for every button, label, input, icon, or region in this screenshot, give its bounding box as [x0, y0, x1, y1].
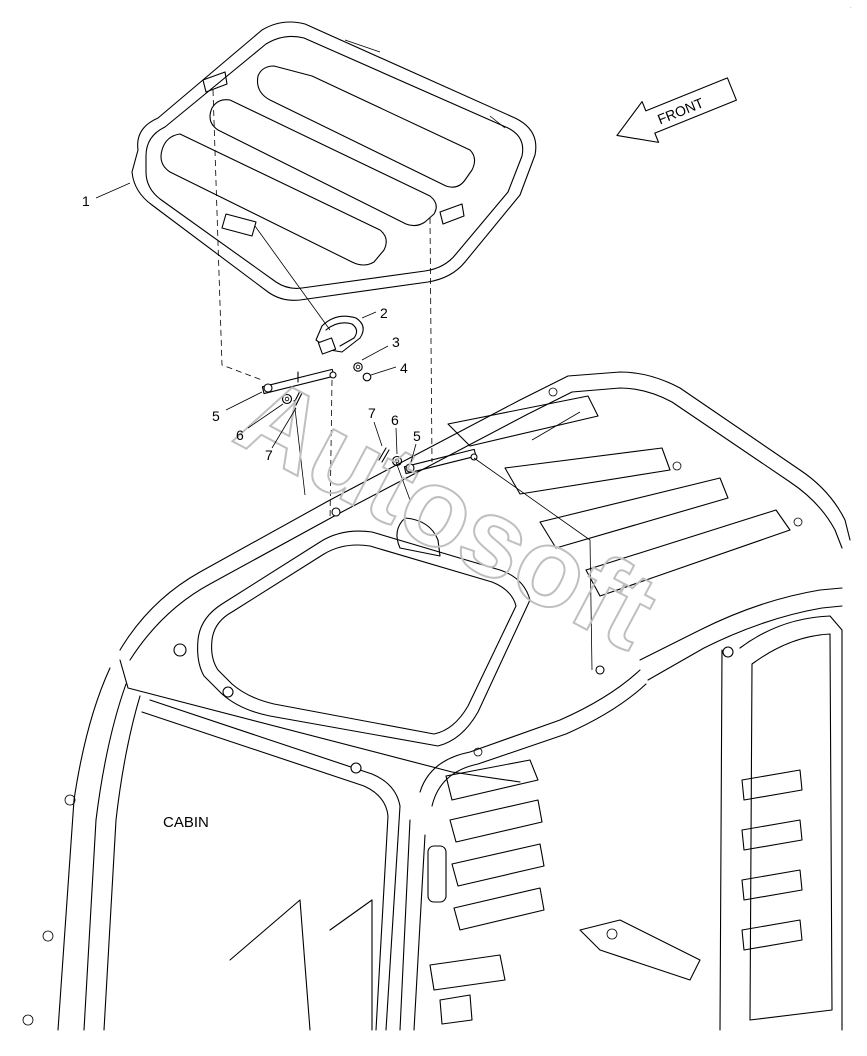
- leader-7b: [373, 421, 383, 447]
- leader-4: [370, 366, 397, 376]
- gas-strut-left: [261, 368, 337, 406]
- callout-2: 2: [380, 305, 388, 321]
- leader-3: [361, 345, 389, 361]
- leader-6b: [395, 427, 398, 455]
- cabin-label: CABIN: [163, 814, 209, 831]
- assembly-leader-lines: [212, 89, 593, 671]
- callout-1: 1: [82, 193, 90, 209]
- leader-1: [95, 182, 131, 199]
- leader-5b: [410, 443, 417, 463]
- callout-4: 4: [400, 360, 408, 376]
- leader-6a: [247, 403, 284, 429]
- leader-2: [361, 311, 377, 319]
- callout-7a: 7: [265, 447, 273, 463]
- cabin-body: [22, 371, 851, 1031]
- leader-5a: [225, 391, 263, 411]
- callout-6a: 6: [236, 427, 244, 443]
- latch-assembly: [315, 315, 372, 382]
- callouts: 1 2 3 4 5 6 7 7 6 5: [82, 182, 421, 463]
- callout-5a: 5: [212, 408, 220, 424]
- front-direction-arrow: FRONT: [616, 77, 737, 143]
- callout-6b: 6: [391, 412, 399, 428]
- callout-3: 3: [392, 334, 400, 350]
- roof-hatch-part-1: [131, 21, 537, 301]
- callout-7b: 7: [368, 405, 376, 421]
- corner-mark: -: [850, 4, 852, 9]
- watermark: Autosoft: [219, 353, 676, 674]
- callout-5b: 5: [413, 428, 421, 444]
- leader-7a: [271, 407, 297, 449]
